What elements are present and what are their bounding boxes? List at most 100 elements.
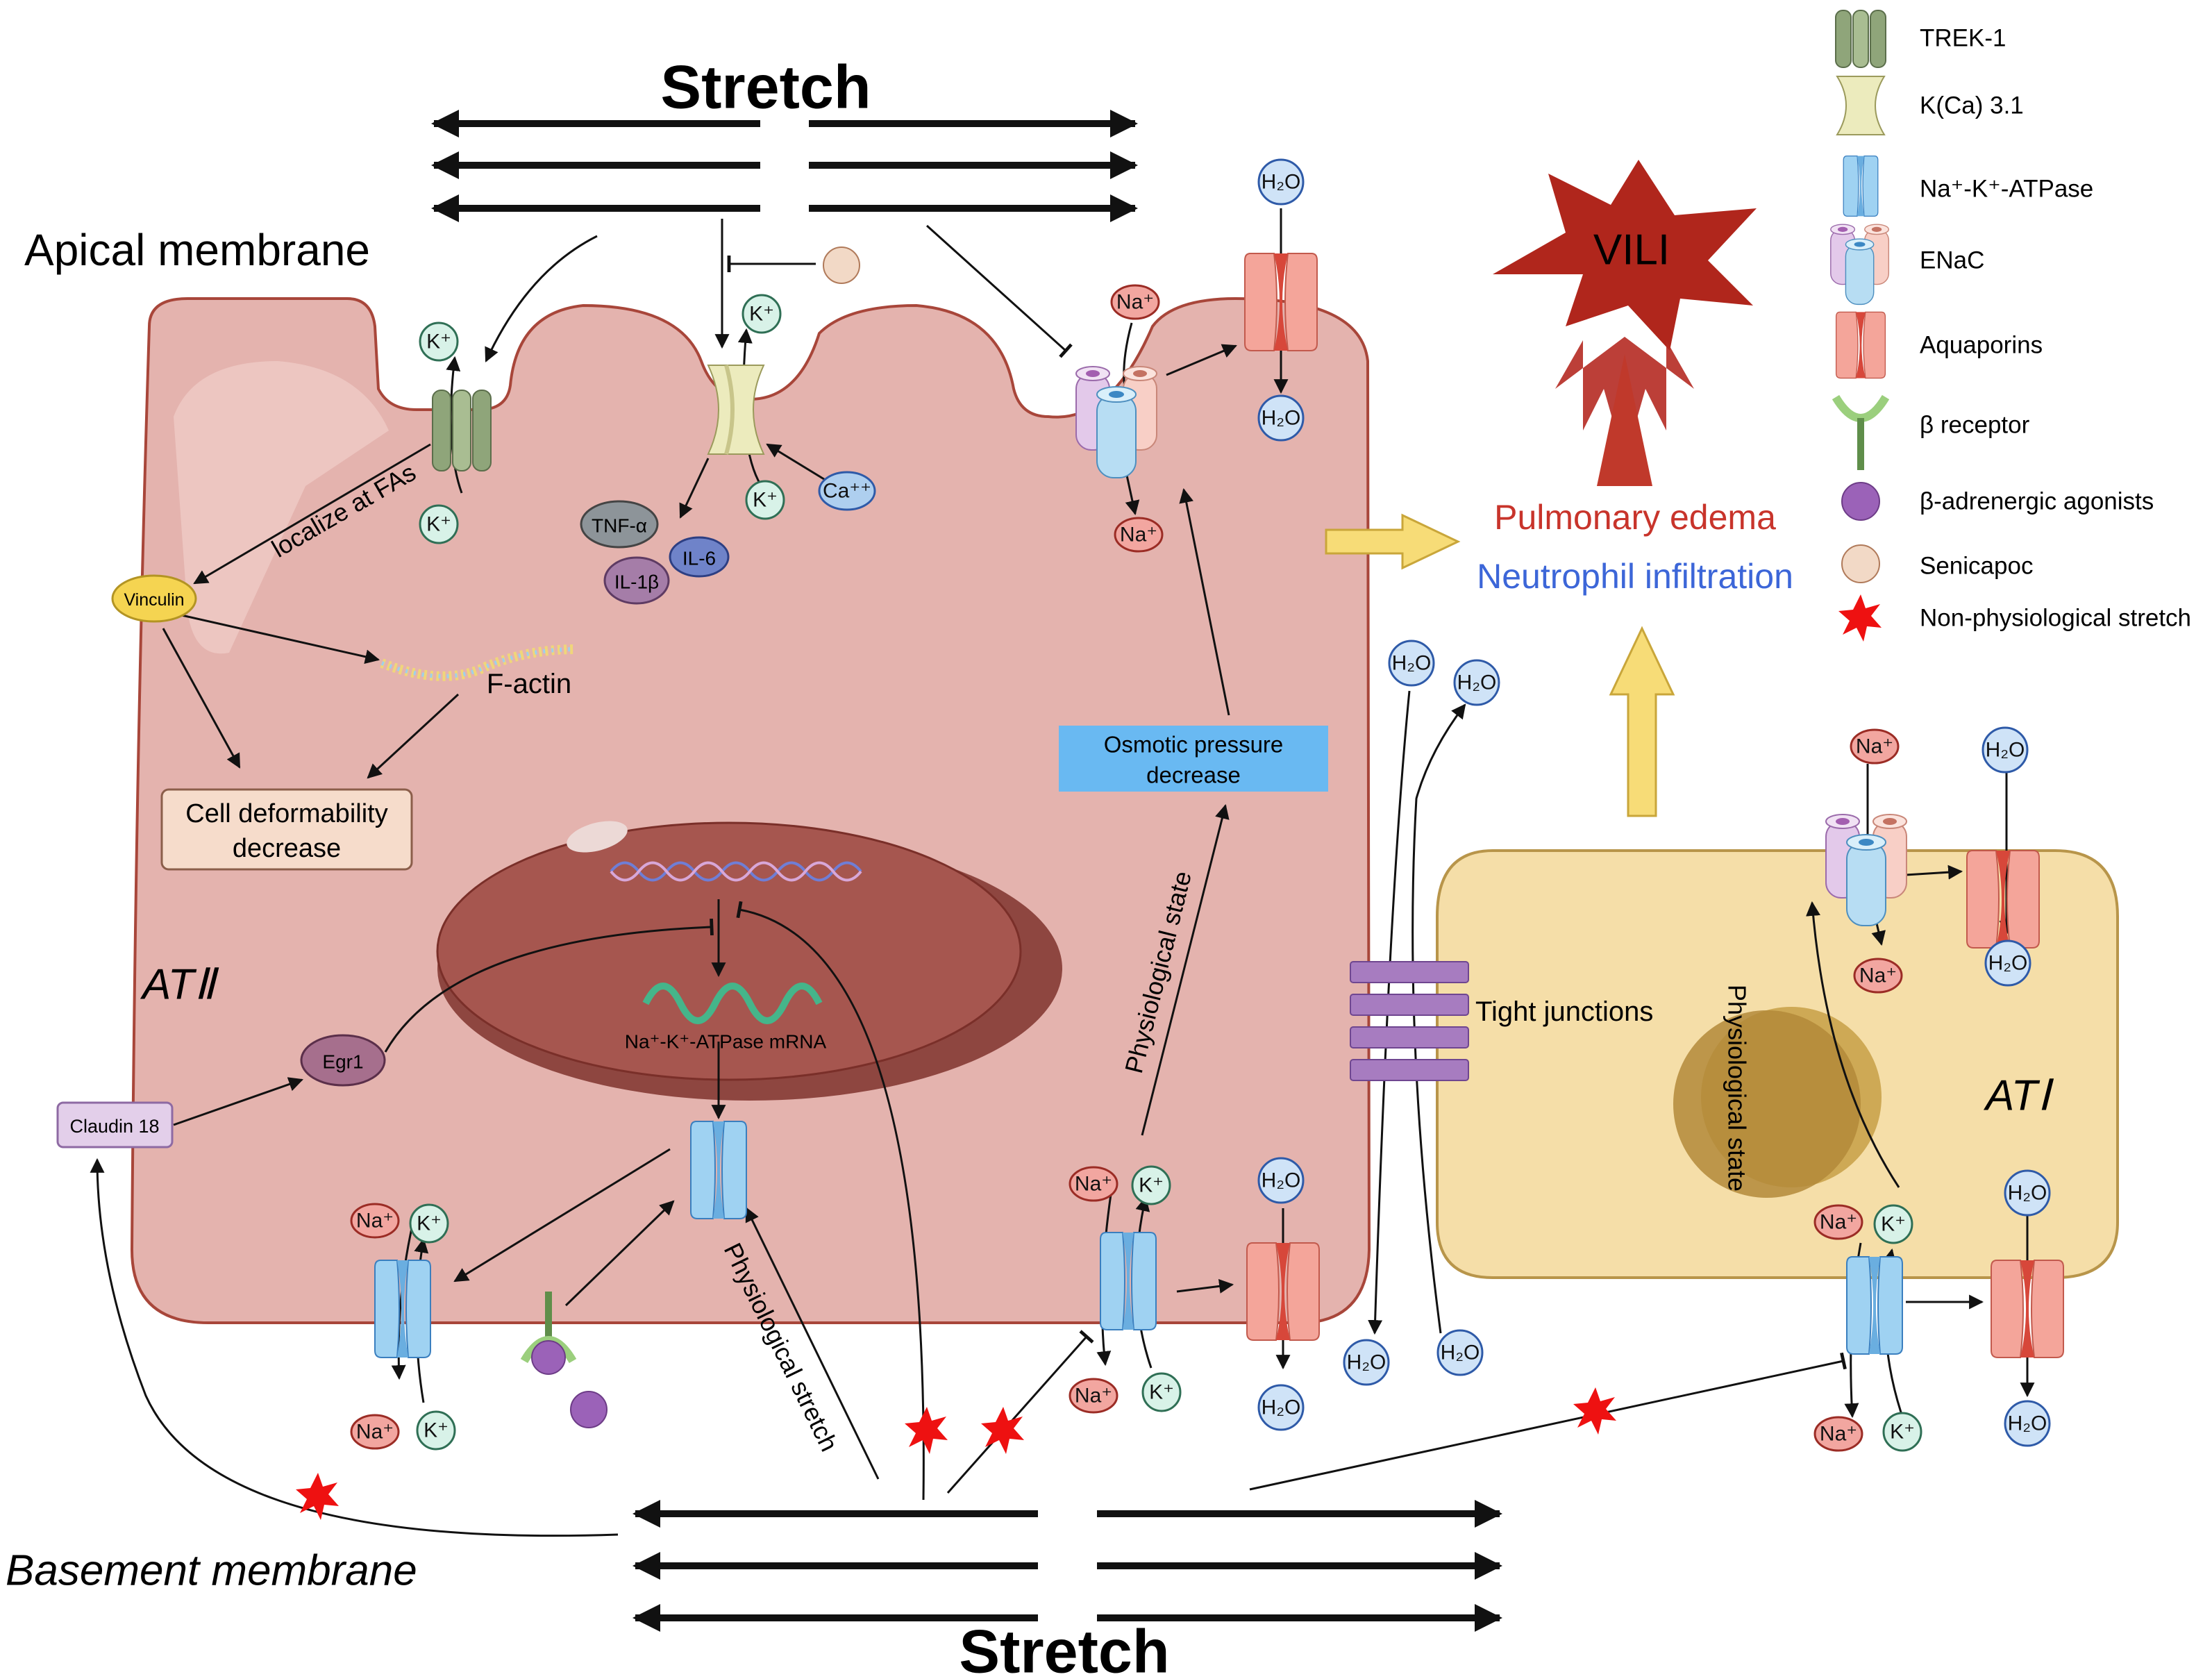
basement-membrane-label: Basement membrane xyxy=(6,1547,417,1595)
tight-junctions xyxy=(1350,961,1469,1081)
lbl-k: K⁺ xyxy=(1890,1421,1915,1444)
lbl-na: Na⁺ xyxy=(1820,1423,1857,1446)
at2-label: ATⅡ xyxy=(140,961,219,1009)
tnf-alpha xyxy=(580,500,659,549)
lbl-h2o: H₂O xyxy=(1392,652,1432,675)
nak-atpase-left xyxy=(374,1260,431,1358)
lbl-na: Na⁺ xyxy=(356,1210,394,1233)
osmotic-pressure-box xyxy=(1059,726,1328,792)
nucleus-shine xyxy=(567,821,628,853)
egr1-label: Egr1 xyxy=(322,1051,363,1073)
dna-icon xyxy=(610,861,862,882)
inhibit-stretch-at1-nak xyxy=(1249,1352,1847,1491)
stretch-arrows-top xyxy=(431,110,1138,222)
deform-line2: decrease xyxy=(233,834,341,863)
at1-label: ATⅠ xyxy=(1983,1072,2054,1120)
lbl-k: K⁺ xyxy=(1139,1174,1164,1197)
apical-membrane-label: Apical membrane xyxy=(24,225,370,275)
legend-label: β-adrenergic agonists xyxy=(1920,488,2154,515)
legend: TREK-1 K(Ca) 3.1 Na⁺-K⁺-ATPase ENaC Aqua… xyxy=(1830,10,2191,642)
claudin-label: Claudin 18 xyxy=(69,1116,159,1137)
lbl-k: K⁺ xyxy=(426,331,451,353)
egr1 xyxy=(300,1034,386,1087)
lbl-k: K⁺ xyxy=(749,303,774,326)
lbl-na: Na⁺ xyxy=(356,1421,394,1444)
lbl-h2o: H₂O xyxy=(2008,1182,2047,1205)
nak-atpase-center xyxy=(690,1121,747,1219)
lbl-na: Na⁺ xyxy=(1856,735,1893,758)
aquaporin-at1-lower xyxy=(1991,1260,2064,1358)
tight-junctions-label: Tight junctions xyxy=(1475,996,1653,1027)
tnf-label: TNF-α xyxy=(592,515,647,537)
red-star-icon xyxy=(1838,594,1882,642)
aquaporin-icon xyxy=(1835,311,1886,379)
yellow-arrow-up xyxy=(1609,626,1675,817)
beta-receptor xyxy=(520,1292,577,1375)
senicapoc-icon xyxy=(1841,544,1880,583)
lbl-k: K⁺ xyxy=(753,489,778,512)
lbl-k: K⁺ xyxy=(1149,1381,1174,1404)
at1-nucleus xyxy=(1673,1010,1861,1198)
osmotic-line2: decrease xyxy=(1146,762,1241,788)
vili-star xyxy=(1493,160,1757,351)
at2-highlight xyxy=(174,361,389,654)
lbl-h2o: H₂O xyxy=(1986,739,2025,762)
claudin18 xyxy=(56,1101,174,1148)
osmotic-line1: Osmotic pressure xyxy=(1104,732,1284,758)
kca31-icon xyxy=(1836,76,1886,135)
factin-icon xyxy=(380,644,577,681)
nak-atpase-lower xyxy=(1100,1232,1157,1330)
lbl-na: Na⁺ xyxy=(1859,964,1897,987)
inhibit-stretch-dna xyxy=(736,901,925,1501)
beta-agonist xyxy=(570,1391,608,1428)
legend-label: Senicapoc xyxy=(1920,553,2033,580)
lbl-na: Na⁺ xyxy=(1075,1173,1112,1196)
nak-atpase-at1 xyxy=(1846,1256,1903,1355)
vili-label: VILI xyxy=(1593,226,1670,274)
red-star-icon xyxy=(905,1407,948,1454)
vinculin xyxy=(111,574,197,623)
lbl-h2o: H₂O xyxy=(1347,1351,1386,1374)
lbl-h2o: H₂O xyxy=(1262,171,1301,194)
stretch-title-bottom: Stretch xyxy=(959,1617,1169,1679)
factin-label: F-actin xyxy=(487,669,571,699)
aquaporin-top xyxy=(1244,253,1318,351)
lbl-na: Na⁺ xyxy=(1820,1211,1857,1234)
legend-label: Non-physiological stretch xyxy=(1920,605,2191,632)
lbl-h2o: H₂O xyxy=(1262,1396,1301,1419)
yellow-arrow-right xyxy=(1325,513,1461,570)
aquaporin-lower xyxy=(1246,1242,1320,1341)
il1b-label: IL-1β xyxy=(614,571,659,593)
trek1-icon xyxy=(1835,10,1886,68)
il6-label: IL-6 xyxy=(682,548,716,569)
enac-icon xyxy=(1830,224,1890,306)
inhibit-stretch-enac xyxy=(925,224,1073,358)
nak-atpase-icon xyxy=(1843,155,1879,217)
lbl-na: Na⁺ xyxy=(1075,1385,1112,1407)
arrow-trek-vinculin xyxy=(193,443,431,585)
legend-label: β receptor xyxy=(1920,412,2030,439)
red-star-icon xyxy=(296,1473,339,1520)
pulmonary-edema-label: Pulmonary edema xyxy=(1494,498,1776,537)
legend-label: K(Ca) 3.1 xyxy=(1920,92,2024,119)
ion-ca xyxy=(818,471,876,511)
lbl-k: K⁺ xyxy=(417,1212,442,1235)
deform-line1: Cell deformability xyxy=(185,799,387,828)
lbl-na: Na⁺ xyxy=(1120,524,1157,546)
at2-nucleus xyxy=(436,821,1022,1081)
lbl-h2o: H₂O xyxy=(1457,671,1497,694)
lbl-k: K⁺ xyxy=(1881,1213,1906,1236)
phys-state-label-2: Physiological state xyxy=(1723,985,1752,1192)
neutrophil-label: Neutrophil infiltration xyxy=(1477,557,1793,596)
lbl-k: K⁺ xyxy=(424,1419,449,1442)
lbl-h2o: H₂O xyxy=(1262,1169,1301,1192)
agonist-icon xyxy=(1841,482,1880,521)
lbl-na: Na⁺ xyxy=(1116,291,1154,314)
lbl-ca: Ca⁺⁺ xyxy=(823,480,871,503)
il6 xyxy=(669,536,730,578)
stretch-arrows-bottom xyxy=(632,1500,1502,1632)
inhibit-egr1-dna xyxy=(384,918,714,1053)
legend-label: Na⁺-K⁺-ATPase xyxy=(1920,176,2093,203)
cell-deformability-box xyxy=(160,788,413,871)
